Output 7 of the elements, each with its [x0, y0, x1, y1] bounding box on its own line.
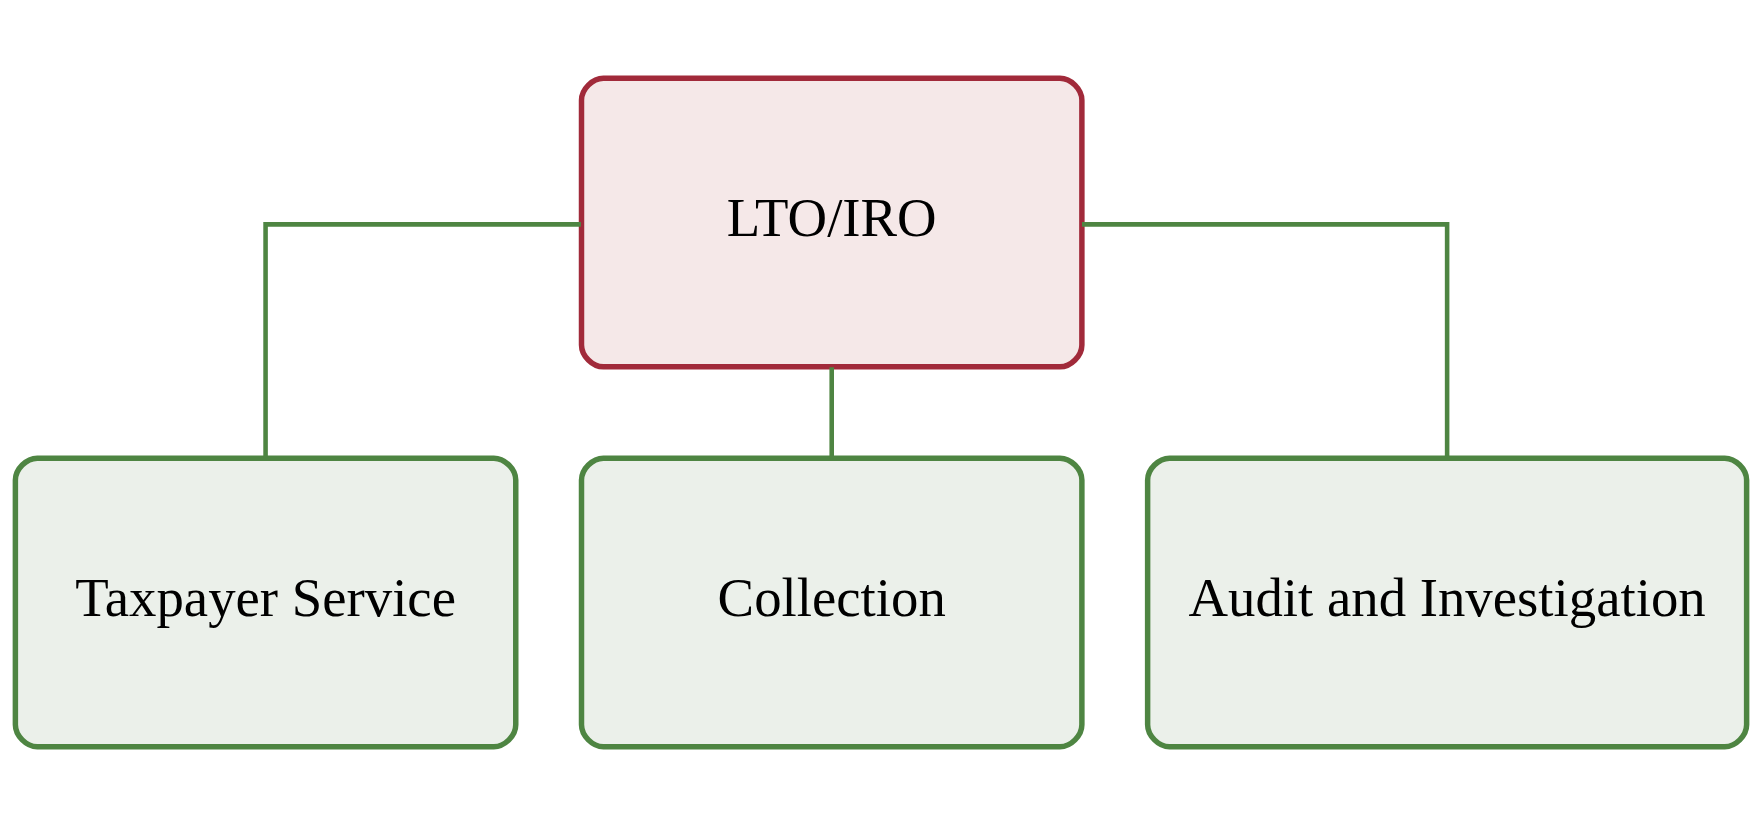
node-box: Collection	[578, 454, 1085, 749]
node-box: Audit and Investigation	[1144, 454, 1750, 749]
node-box: LTO/IRO	[578, 75, 1085, 370]
node-box: Taxpayer Service	[12, 454, 519, 749]
connector	[1082, 221, 1450, 458]
connector	[829, 366, 834, 458]
connector	[263, 221, 581, 458]
